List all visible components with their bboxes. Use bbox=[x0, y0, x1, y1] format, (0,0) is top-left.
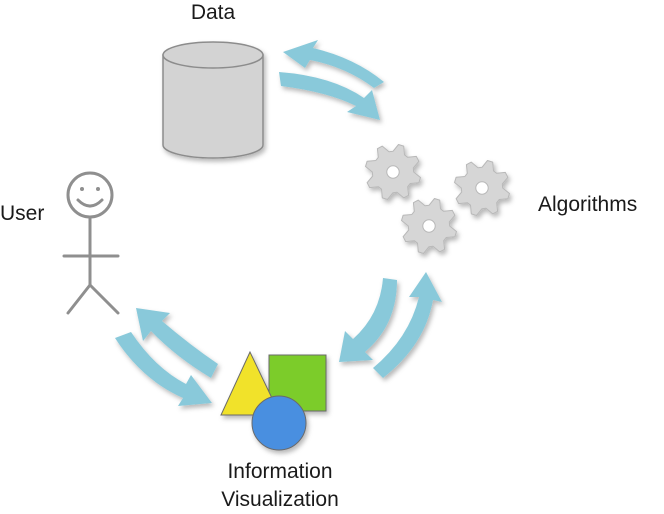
gear-icon bbox=[365, 144, 421, 200]
gear-hole bbox=[422, 219, 436, 233]
arrow-icon bbox=[279, 72, 380, 120]
arrow-icon bbox=[283, 40, 384, 88]
gear-icon bbox=[454, 160, 510, 216]
user-label: User bbox=[0, 202, 44, 225]
gear-hole bbox=[475, 181, 489, 195]
arrow-icon bbox=[373, 272, 442, 378]
gear-hole bbox=[386, 165, 400, 179]
visualization-label-line1: Information bbox=[227, 460, 332, 483]
arrow-icon bbox=[115, 332, 212, 406]
gears-icon bbox=[365, 144, 510, 254]
circle-shape bbox=[251, 395, 307, 451]
database-cylinder-icon bbox=[162, 41, 264, 159]
arrow-icon bbox=[136, 308, 218, 378]
shapes-icon bbox=[220, 350, 327, 451]
algorithms-label: Algorithms bbox=[538, 193, 637, 216]
data-label: Data bbox=[191, 1, 236, 24]
stick-figure-icon bbox=[62, 171, 120, 315]
visualization-label-line2: Visualization bbox=[221, 488, 339, 511]
arrow-icon bbox=[339, 278, 397, 362]
gear-icon bbox=[401, 198, 457, 254]
